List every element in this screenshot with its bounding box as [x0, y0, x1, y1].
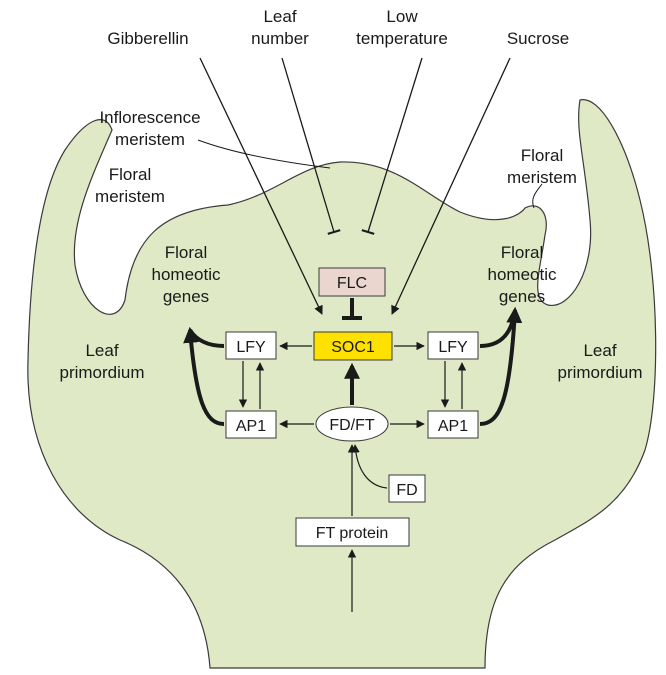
floral-meristem-right-label-2: meristem — [507, 168, 577, 187]
sucrose-label: Sucrose — [507, 29, 569, 48]
low-temperature-label-2: temperature — [356, 29, 448, 48]
homeotic-right-label-1: Floral — [501, 243, 544, 262]
floral-meristem-left-label-2: meristem — [95, 187, 165, 206]
inflorescence-meristem-label-1: Inflorescence — [99, 108, 200, 127]
soc1-label: SOC1 — [331, 339, 375, 356]
leaf-number-label-1: Leaf — [263, 7, 296, 26]
leaf-primordium-left-label-2: primordium — [59, 363, 144, 382]
floral-meristem-right-label-1: Floral — [521, 146, 564, 165]
leaf-primordium-right-label-2: primordium — [557, 363, 642, 382]
fd-label: FD — [396, 482, 417, 499]
homeotic-left-label-1: Floral — [165, 243, 208, 262]
lfy-right-label: LFY — [438, 339, 468, 356]
leaf-primordium-left-label-1: Leaf — [85, 341, 118, 360]
floral-meristem-left-label-1: Floral — [109, 165, 152, 184]
homeotic-left-label-2: homeotic — [152, 265, 221, 284]
flc-label: FLC — [337, 275, 367, 292]
ap1-right-label: AP1 — [438, 418, 468, 435]
gibberellin-label: Gibberellin — [107, 29, 188, 48]
inflorescence-meristem-label-2: meristem — [115, 130, 185, 149]
floral-meristem-right-leader — [533, 184, 542, 208]
fd-ft-label: FD/FT — [329, 417, 375, 434]
leaf-primordium-right-label-1: Leaf — [583, 341, 616, 360]
homeotic-right-label-2: homeotic — [488, 265, 557, 284]
homeotic-left-label-3: genes — [163, 287, 209, 306]
homeotic-right-label-3: genes — [499, 287, 545, 306]
lfy-left-label: LFY — [236, 339, 266, 356]
low-temperature-label-1: Low — [386, 7, 418, 26]
ap1-left-label: AP1 — [236, 418, 266, 435]
leaf-number-label-2: number — [251, 29, 309, 48]
ft-protein-label: FT protein — [316, 525, 389, 542]
